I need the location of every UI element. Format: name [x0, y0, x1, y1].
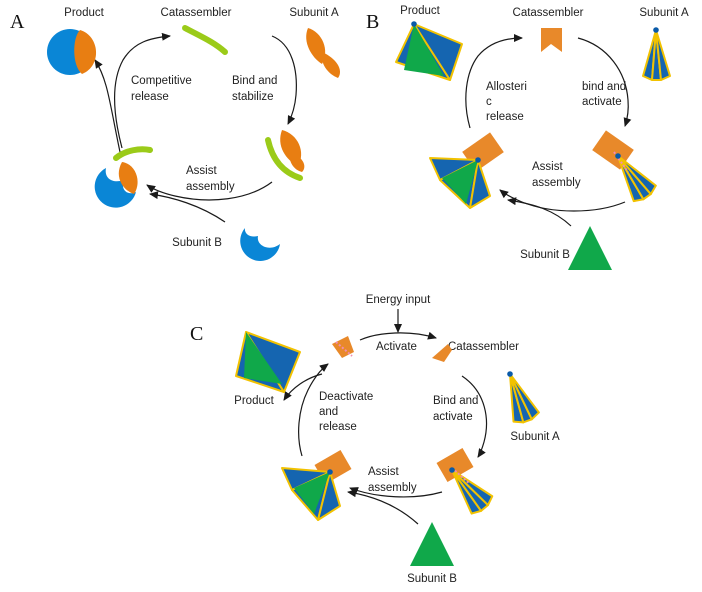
panel-a-bound-complex [265, 130, 305, 181]
panel-a: A Product Catassembler Subunit A Subunit… [10, 7, 341, 261]
panel-c-inactive-catassembler [332, 336, 354, 358]
panel-c-product-label: Product [234, 395, 274, 407]
panel-a-subunit-b [240, 228, 280, 261]
panel-a-assist-label: Assist assembly [186, 165, 235, 193]
panel-c-assist-arrow [349, 487, 443, 498]
panel-b-cycle-arrow-bottom [499, 189, 626, 212]
panel-b-cycle-arrow-left [465, 34, 523, 129]
panel-a-cycle-arrow-right [271, 35, 297, 125]
panel-c-subunit-b [410, 522, 454, 566]
panel-b-letter: B [366, 11, 379, 33]
panel-c-subunit-b-label: Subunit B [407, 573, 457, 585]
panel-c-bound-complex [436, 447, 496, 518]
panel-b-product-label: Product [400, 5, 440, 17]
panel-b-assembly-complex [429, 132, 504, 209]
panel-c-catassembler-label: Catassembler [448, 341, 519, 353]
panel-a-subunit-a [306, 28, 341, 78]
panel-c-assembly-complex [281, 449, 352, 521]
panel-c-assist-label: Assist assembly [368, 466, 417, 494]
panel-b-catassembler-label: Catassembler [513, 7, 584, 19]
panel-b-subunit-b-arrow [507, 197, 572, 227]
panel-a-catassembler-label: Catassembler [161, 7, 232, 19]
panel-a-letter: A [10, 11, 25, 33]
panel-c-subunit-a [496, 368, 542, 427]
panel-a-bind-label: Bind and stabilize [232, 75, 281, 103]
panel-b-bound-complex [592, 130, 660, 206]
panel-a-release-label: Competitive release [131, 75, 195, 103]
panel-c-subunit-a-label: Subunit A [510, 431, 560, 443]
panel-a-subunit-b-label: Subunit B [172, 237, 222, 249]
panel-b-subunit-b [568, 226, 612, 270]
panel-b-cycle-arrow-right [577, 37, 632, 127]
panel-c-activate-label: Activate [376, 341, 417, 353]
panel-c-product [235, 331, 301, 393]
panel-b-subunit-a [642, 29, 671, 81]
panel-a-product [47, 29, 97, 75]
panel-c-release-arrow [283, 373, 323, 401]
panel-a-release-arrow [94, 59, 121, 153]
panel-a-product-label: Product [64, 7, 104, 19]
panel-b-subunit-a-label: Subunit A [639, 7, 689, 19]
panel-b-bind-label: bind and activate [582, 81, 629, 108]
panel-a-assembly-complex [94, 146, 153, 208]
panel-b-product [395, 21, 463, 81]
panel-b-assist-label: Assist assembly [532, 161, 581, 189]
panel-c-activate-arrow [359, 331, 437, 341]
panel-c-bind-label: Bind and activate [433, 395, 482, 423]
panel-a-subunit-a-label: Subunit A [289, 7, 339, 19]
panel-c-cycle-arrow-left [298, 363, 329, 457]
panel-c-letter: C [190, 323, 203, 345]
panel-c-energy-label: Energy input [366, 294, 431, 306]
panel-a-cycle-arrow-left [114, 32, 171, 149]
panel-c-catassembler [432, 344, 452, 362]
panel-c-release-label: Deactivate and release [319, 391, 377, 433]
panel-c-bind-arrow [461, 375, 488, 458]
panel-b: B Product Catassembler Subunit A Subunit… [366, 5, 689, 270]
panel-b-catassembler [541, 28, 562, 52]
panel-a-catassembler [182, 25, 228, 55]
panel-c: C Energy input Activate Catassembler Pro… [190, 294, 560, 585]
panel-b-subunit-b-label: Subunit B [520, 249, 570, 261]
panel-b-release-label: Allosteri c release [486, 81, 530, 123]
panel-a-cycle-arrow-bottom [146, 181, 273, 201]
panel-c-subunit-b-arrow [347, 489, 419, 525]
panel-a-subunit-b-arrow [149, 191, 226, 223]
